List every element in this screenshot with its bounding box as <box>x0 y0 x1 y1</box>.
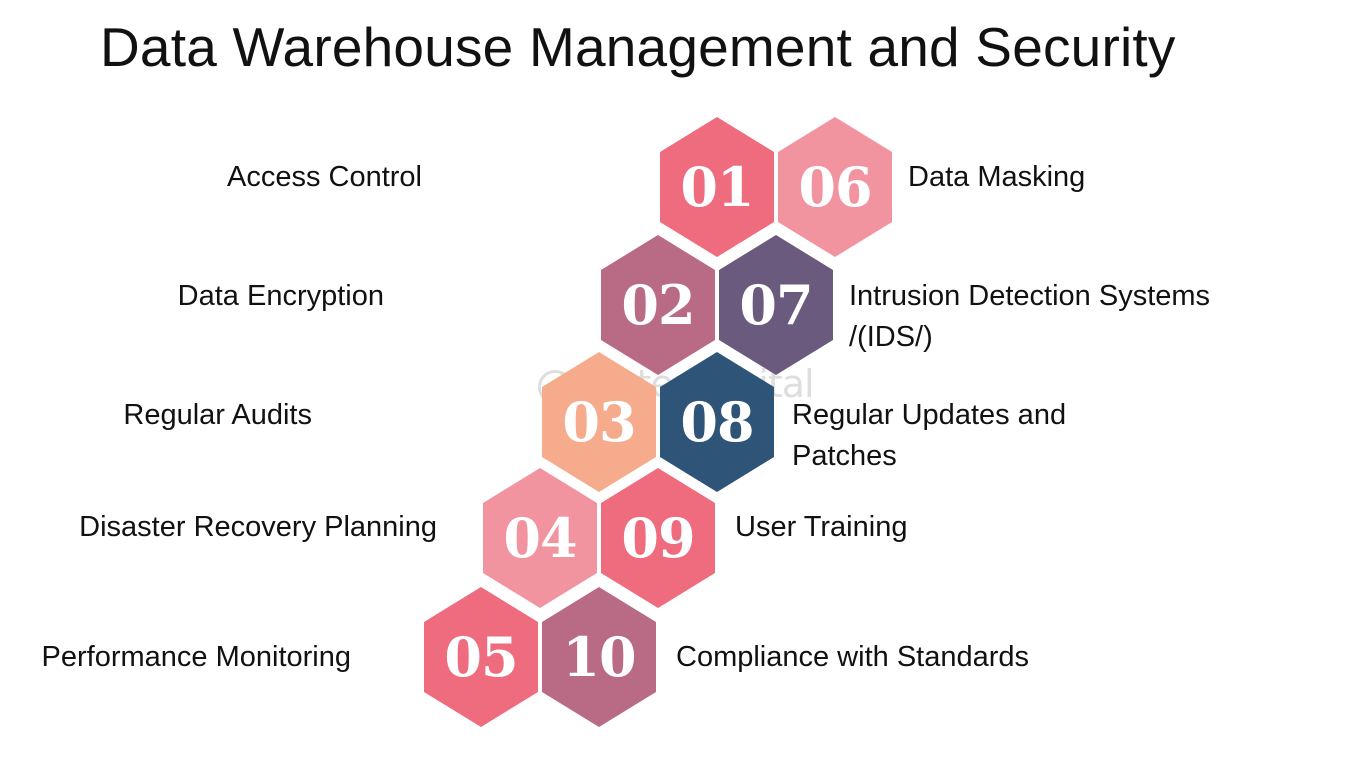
hexagon-02 <box>601 235 715 375</box>
hexagon-05 <box>424 587 538 727</box>
hexagon-number-03: 03 <box>562 390 635 454</box>
label-regular-audits: Regular Audits <box>123 399 312 431</box>
label-disaster-recovery-planning: Disaster Recovery Planning <box>79 511 437 543</box>
hexagon-10 <box>542 587 656 727</box>
hexagon-number-07: 07 <box>739 273 812 337</box>
hexagon-number-01: 01 <box>680 155 753 219</box>
hexagon-04 <box>483 468 597 608</box>
hexagon-number-10: 10 <box>562 625 635 689</box>
label-data-masking: Data Masking <box>908 161 1086 193</box>
hexagon-number-02: 02 <box>621 273 694 337</box>
hexagon-number-04: 04 <box>503 506 576 570</box>
hexagon-09 <box>601 468 715 608</box>
label-intrusion-detection-systems: Intrusion Detection Systems /(IDS/) <box>849 280 1211 353</box>
hexagon-number-09: 09 <box>621 506 694 570</box>
hexagon-01 <box>660 117 774 257</box>
label-user-training: User Training <box>735 511 908 543</box>
label-performance-monitoring: Performance Monitoring <box>41 641 351 673</box>
label-data-encryption: Data Encryption <box>177 280 384 312</box>
hexagon-number-08: 08 <box>680 390 753 454</box>
label-compliance-with-standards: Compliance with Standards <box>676 641 1030 673</box>
label-regular-updates-and-patches: Regular Updates and Patches <box>792 399 1067 472</box>
hexagon-03 <box>542 352 656 492</box>
page-title: Data Warehouse Management and Security <box>100 16 1176 78</box>
hexagon-number-06: 06 <box>798 155 871 219</box>
hexagon-08 <box>660 352 774 492</box>
label-access-control: Access Control <box>226 161 422 193</box>
hexagon-06 <box>778 117 892 257</box>
hexagon-number-05: 05 <box>444 625 517 689</box>
hexagon-07 <box>719 235 833 375</box>
